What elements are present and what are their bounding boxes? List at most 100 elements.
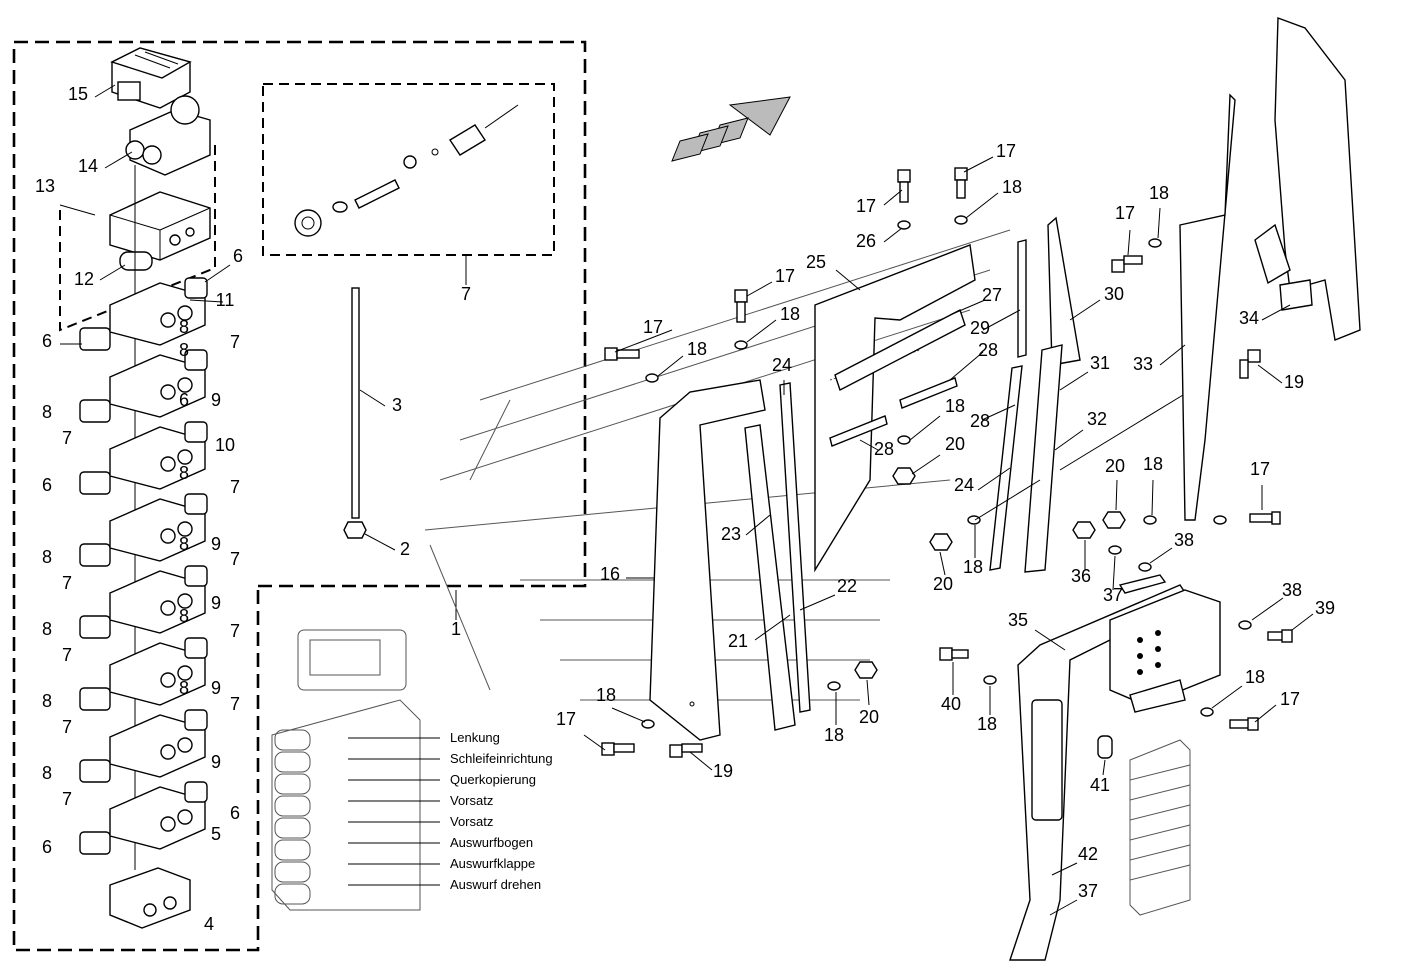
function-label-spout-flap: Auswurfklappe [450,856,535,871]
callout-c6b: 6 [42,331,52,351]
bolt-39 [1267,629,1293,643]
callout-c35: 35 [1008,610,1028,630]
bolt-17a [604,347,640,361]
callout-c24a: 24 [772,355,792,375]
callout-c41: 41 [1090,775,1110,795]
function-label-header-2: Vorsatz [450,814,493,829]
callout-c3: 3 [392,395,402,415]
callout-c18j: 18 [977,714,997,734]
solenoid-cover [110,47,192,109]
callout-c19b: 19 [1284,372,1304,392]
callout-c15: 15 [68,84,88,104]
callout-c20b: 20 [933,574,953,594]
callout-c13: 13 [35,176,55,196]
callout-c27: 27 [982,285,1002,305]
callout-c23: 23 [721,524,741,544]
valve-bank-illustration [1129,739,1191,916]
bolt-17e [601,742,635,756]
callout-c17f: 17 [1115,203,1135,223]
callout-c8k: 8 [42,763,52,783]
callout-c25: 25 [806,252,826,272]
group-boundary-1 [12,40,587,952]
callout-c21: 21 [728,631,748,651]
callout-c18k: 18 [1245,667,1265,687]
bolt-19b [1239,349,1261,379]
callout-c6d: 6 [42,475,52,495]
callout-c6f: 6 [42,837,52,857]
callout-c18f: 18 [596,685,616,705]
callout-c28c: 28 [874,439,894,459]
callout-c36: 36 [1071,566,1091,586]
callout-c8e: 8 [179,534,189,554]
callout-c8j: 8 [42,691,52,711]
valve-stack [79,47,211,929]
callout-c39: 39 [1315,598,1335,618]
callout-c8f: 8 [42,547,52,567]
callout-c8a: 8 [179,317,189,337]
callout-c17c: 17 [856,196,876,216]
function-label-header-1: Vorsatz [450,793,493,808]
function-label-steering: Lenkung [450,730,500,745]
callout-c18d: 18 [945,396,965,416]
callout-c20d: 20 [1105,456,1125,476]
callout-c9e: 9 [211,752,221,772]
callout-c33: 33 [1133,354,1153,374]
bolt-17c [897,169,911,203]
callout-c6c: 6 [179,390,189,410]
panels [649,17,1361,741]
bolt-17b [734,289,748,323]
callout-c7i: 7 [62,717,72,737]
callout-c10: 10 [215,435,235,455]
function-labels: Lenkung Schleifeinrichtung Querkopierung… [450,730,553,892]
callout-c7h: 7 [230,694,240,714]
callout-c17a: 17 [643,317,663,337]
callout-c7a: 7 [230,332,240,352]
callout-c8b: 8 [179,340,189,360]
callout-c11: 11 [216,290,235,310]
inlet-block [109,191,211,271]
callout-c18e: 18 [963,557,983,577]
callout-c7g: 7 [62,645,72,665]
end-block [109,867,191,929]
callout-c37a: 37 [1103,585,1123,605]
callout-c6e: 6 [230,803,240,823]
callout-c31: 31 [1090,353,1110,373]
callout-c29: 29 [970,318,990,338]
callout-c22: 22 [837,576,857,596]
callout-c24b: 24 [954,475,974,495]
leader-lines [60,84,1314,916]
directional-valve-14 [125,95,211,176]
callout-c6a: 6 [233,246,243,266]
callout-c30: 30 [1104,284,1124,304]
spool-kit [294,104,519,237]
callout-c16: 16 [600,564,620,584]
callout-c1: 1 [451,619,461,639]
callout-c8h: 8 [42,619,52,639]
callout-c12: 12 [74,269,94,289]
callout-c38b: 38 [1282,580,1302,600]
callout-c18c: 18 [1002,177,1022,197]
callout-c8d: 8 [179,463,189,483]
support-frame [1009,574,1221,961]
callout-c38a: 38 [1174,530,1194,550]
callout-c32: 32 [1087,409,1107,429]
bolt-17g [1249,511,1281,525]
callout-c18g: 18 [824,725,844,745]
callout-c14: 14 [78,156,98,176]
fasteners [601,167,1293,923]
function-label-lateral-contour: Querkopierung [450,772,536,787]
callout-c17b: 17 [775,266,795,286]
callout-c7j: 7 [62,789,72,809]
callout-c8i: 8 [179,678,189,698]
callout-c7e: 7 [62,573,72,593]
function-label-spout-rotate: Auswurf drehen [450,877,541,892]
callout-c28b: 28 [970,411,990,431]
callout-c28a: 28 [978,340,998,360]
callout-c18i: 18 [1143,454,1163,474]
nuts [854,467,1126,679]
callout-c7f: 7 [230,621,240,641]
tie-rod [343,287,367,539]
bolt-40 [939,647,969,661]
callout-c7d: 7 [230,549,240,569]
